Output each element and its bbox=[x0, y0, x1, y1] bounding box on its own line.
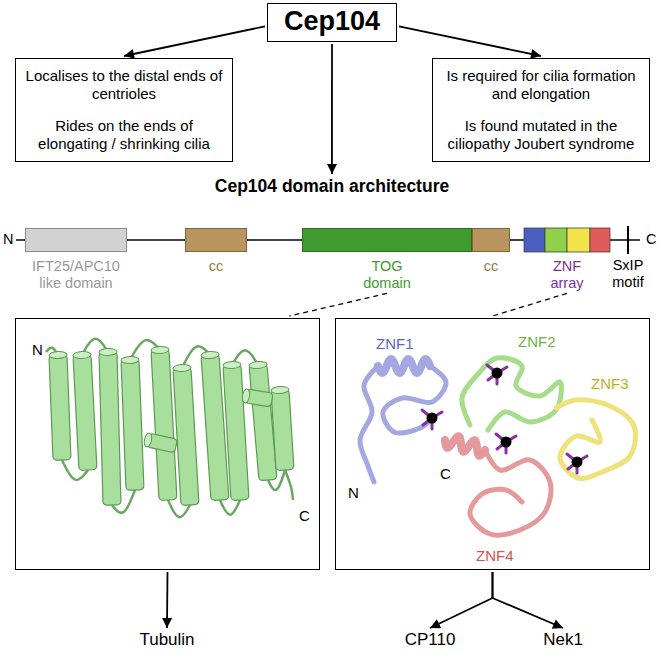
partner-label-box: Nek1 bbox=[543, 630, 583, 650]
structure-label: N bbox=[348, 484, 359, 501]
domain-label: cc bbox=[196, 258, 236, 275]
arrow-connector bbox=[399, 26, 541, 56]
motif-label: SxIP motif bbox=[603, 257, 653, 290]
domain-box: cc bbox=[472, 228, 510, 252]
structure-label: ZNF2 bbox=[518, 333, 556, 350]
arrow-connector bbox=[331, 44, 333, 174]
partner-name: Tubulin bbox=[139, 630, 194, 650]
arrow-connector bbox=[166, 572, 168, 628]
cylinder-cap bbox=[201, 351, 219, 359]
cylinder-cap bbox=[223, 361, 241, 369]
function-text: Is found mutated in the ciliopathy Joube… bbox=[441, 117, 641, 153]
cylinder-body bbox=[271, 389, 294, 470]
domain-group: ZNF array bbox=[524, 228, 610, 252]
partner-label-box: Tubulin bbox=[139, 630, 194, 650]
zinc-ion bbox=[501, 437, 512, 448]
helix-cylinder bbox=[49, 351, 71, 460]
protein-loop bbox=[360, 366, 378, 482]
cylinder-cap bbox=[249, 361, 268, 370]
cylinder-cap bbox=[73, 351, 91, 359]
zinc-finger-block bbox=[524, 228, 545, 252]
cylinder-cap bbox=[151, 346, 169, 354]
arrow-connector bbox=[430, 572, 493, 628]
cylinder-cap bbox=[173, 364, 191, 372]
terminus-label: C bbox=[299, 507, 310, 524]
zoom-connector bbox=[493, 293, 568, 316]
cylinder-body bbox=[223, 364, 249, 500]
cylinder-cap bbox=[143, 432, 153, 447]
helix-loop bbox=[220, 500, 240, 515]
structure-panel: NC bbox=[15, 318, 320, 570]
helix-cylinder bbox=[241, 389, 273, 407]
cylinder-cap bbox=[271, 386, 289, 394]
zinc-finger-block bbox=[590, 228, 610, 252]
helix-cylinder bbox=[271, 386, 294, 471]
cylinder-cap bbox=[241, 389, 250, 404]
terminus-label: N bbox=[32, 341, 43, 358]
cylinder-body bbox=[173, 367, 199, 505]
domain-label: cc bbox=[471, 258, 511, 275]
structure-label: ZNF3 bbox=[591, 375, 629, 392]
protein-loop bbox=[462, 358, 562, 430]
cylinder-body bbox=[121, 360, 144, 491]
arrow-connector bbox=[493, 572, 564, 628]
partner-name: Nek1 bbox=[543, 630, 583, 650]
cylinder-cap bbox=[121, 356, 139, 364]
helix-cylinder bbox=[73, 351, 97, 470]
zinc-finger-block bbox=[567, 228, 590, 252]
terminus-label: C bbox=[646, 231, 656, 248]
cylinder-body bbox=[73, 355, 97, 471]
protein-loop bbox=[383, 366, 446, 433]
structure-panel: ZNF1 ZNF2ZNF3ZNF4 N C bbox=[335, 318, 650, 570]
zinc-ion bbox=[572, 457, 583, 468]
domain-box: cc bbox=[185, 228, 247, 252]
domain-box: TOG domain bbox=[302, 228, 472, 252]
zinc-ion bbox=[427, 413, 438, 424]
structure-label: ZNF4 bbox=[476, 547, 514, 564]
partner-name: CP110 bbox=[405, 630, 456, 650]
protein-loop bbox=[470, 450, 551, 535]
protein-name: Cep104 bbox=[284, 6, 380, 37]
function-box: Is required for cilia formation and elon… bbox=[432, 58, 650, 162]
partner-label-box: CP110 bbox=[405, 630, 456, 650]
section-heading: Cep104 domain architecture bbox=[215, 176, 449, 197]
function-text: Rides on the ends of elongating / shrink… bbox=[24, 117, 224, 153]
helix-cylinder bbox=[223, 361, 249, 501]
domain-label: TOG domain bbox=[349, 258, 425, 291]
protein-box: Cep104 bbox=[267, 3, 397, 42]
helix-loop bbox=[285, 470, 293, 500]
heading-text: Cep104 domain architecture bbox=[215, 176, 449, 197]
cylinder-cap bbox=[49, 351, 67, 359]
cylinder-body bbox=[49, 355, 71, 461]
zinc-ion bbox=[492, 368, 503, 379]
function-text: Is required for cilia formation and elon… bbox=[441, 67, 641, 103]
function-box: Localises to the distal ends of centriol… bbox=[15, 58, 233, 162]
zinc-finger-block bbox=[545, 228, 567, 252]
arrow-connector bbox=[124, 26, 265, 56]
zoom-connector bbox=[290, 293, 388, 316]
structure-label: ZNF1 bbox=[376, 335, 414, 352]
helix-cylinder bbox=[121, 356, 144, 490]
cylinder-body bbox=[99, 352, 121, 505]
cylinder-cap bbox=[99, 348, 117, 355]
helix-cylinder bbox=[99, 348, 121, 505]
helix-cylinder bbox=[173, 364, 199, 506]
structure-label: C bbox=[440, 465, 451, 482]
domain-label: IFT25/APC10 like domain bbox=[20, 258, 132, 291]
terminus-label: N bbox=[3, 231, 13, 248]
domain-label: ZNF array bbox=[539, 258, 595, 291]
alpha-helix bbox=[378, 359, 430, 373]
protein-loop bbox=[556, 400, 636, 479]
alpha-helix bbox=[445, 436, 485, 456]
function-text: Localises to the distal ends of centriol… bbox=[24, 67, 224, 103]
domain-box: IFT25/APC10 like domain bbox=[25, 228, 127, 252]
helix-cylinder bbox=[143, 432, 177, 452]
motif-tick bbox=[627, 226, 629, 254]
